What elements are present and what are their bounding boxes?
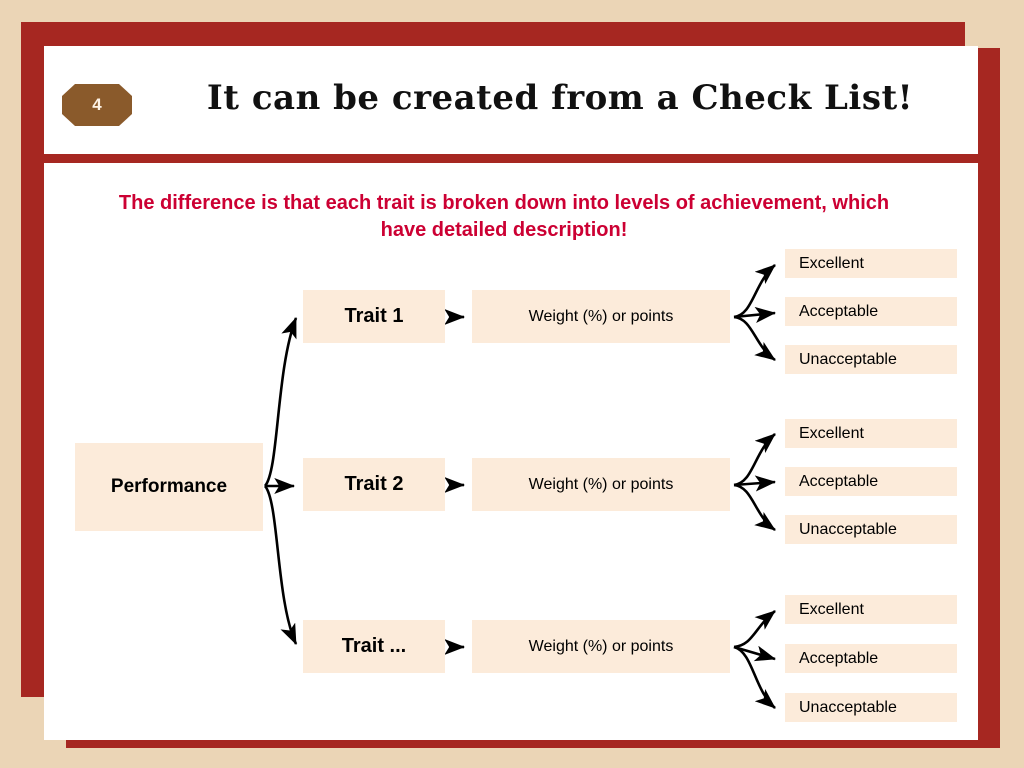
node-weight-3[interactable]: Weight (%) or points <box>472 620 730 673</box>
slide-number-badge: 4 <box>62 84 132 126</box>
node-level-2-unacceptable[interactable]: Unacceptable <box>785 515 957 544</box>
frame-left-bar <box>21 22 44 697</box>
node-level-3-excellent[interactable]: Excellent <box>785 595 957 624</box>
slide-subtitle: The difference is that each trait is bro… <box>118 192 890 241</box>
node-weight-2[interactable]: Weight (%) or points <box>472 458 730 511</box>
node-level-1-unacceptable[interactable]: Unacceptable <box>785 345 957 374</box>
node-trait-3[interactable]: Trait ... <box>303 620 445 673</box>
page-title: It can be created from a Check List! <box>206 78 914 118</box>
node-weight-1[interactable]: Weight (%) or points <box>472 290 730 343</box>
node-trait-2[interactable]: Trait 2 <box>303 458 445 511</box>
node-level-2-excellent[interactable]: Excellent <box>785 419 957 448</box>
node-level-1-excellent[interactable]: Excellent <box>785 249 957 278</box>
node-level-3-unacceptable[interactable]: Unacceptable <box>785 693 957 722</box>
title-divider <box>44 154 985 163</box>
frame-right-bar <box>978 48 1000 748</box>
node-level-2-acceptable[interactable]: Acceptable <box>785 467 957 496</box>
node-trait-1[interactable]: Trait 1 <box>303 290 445 343</box>
node-performance[interactable]: Performance <box>75 443 263 531</box>
node-level-1-acceptable[interactable]: Acceptable <box>785 297 957 326</box>
node-level-3-acceptable[interactable]: Acceptable <box>785 644 957 673</box>
frame-top-bar <box>21 22 965 46</box>
